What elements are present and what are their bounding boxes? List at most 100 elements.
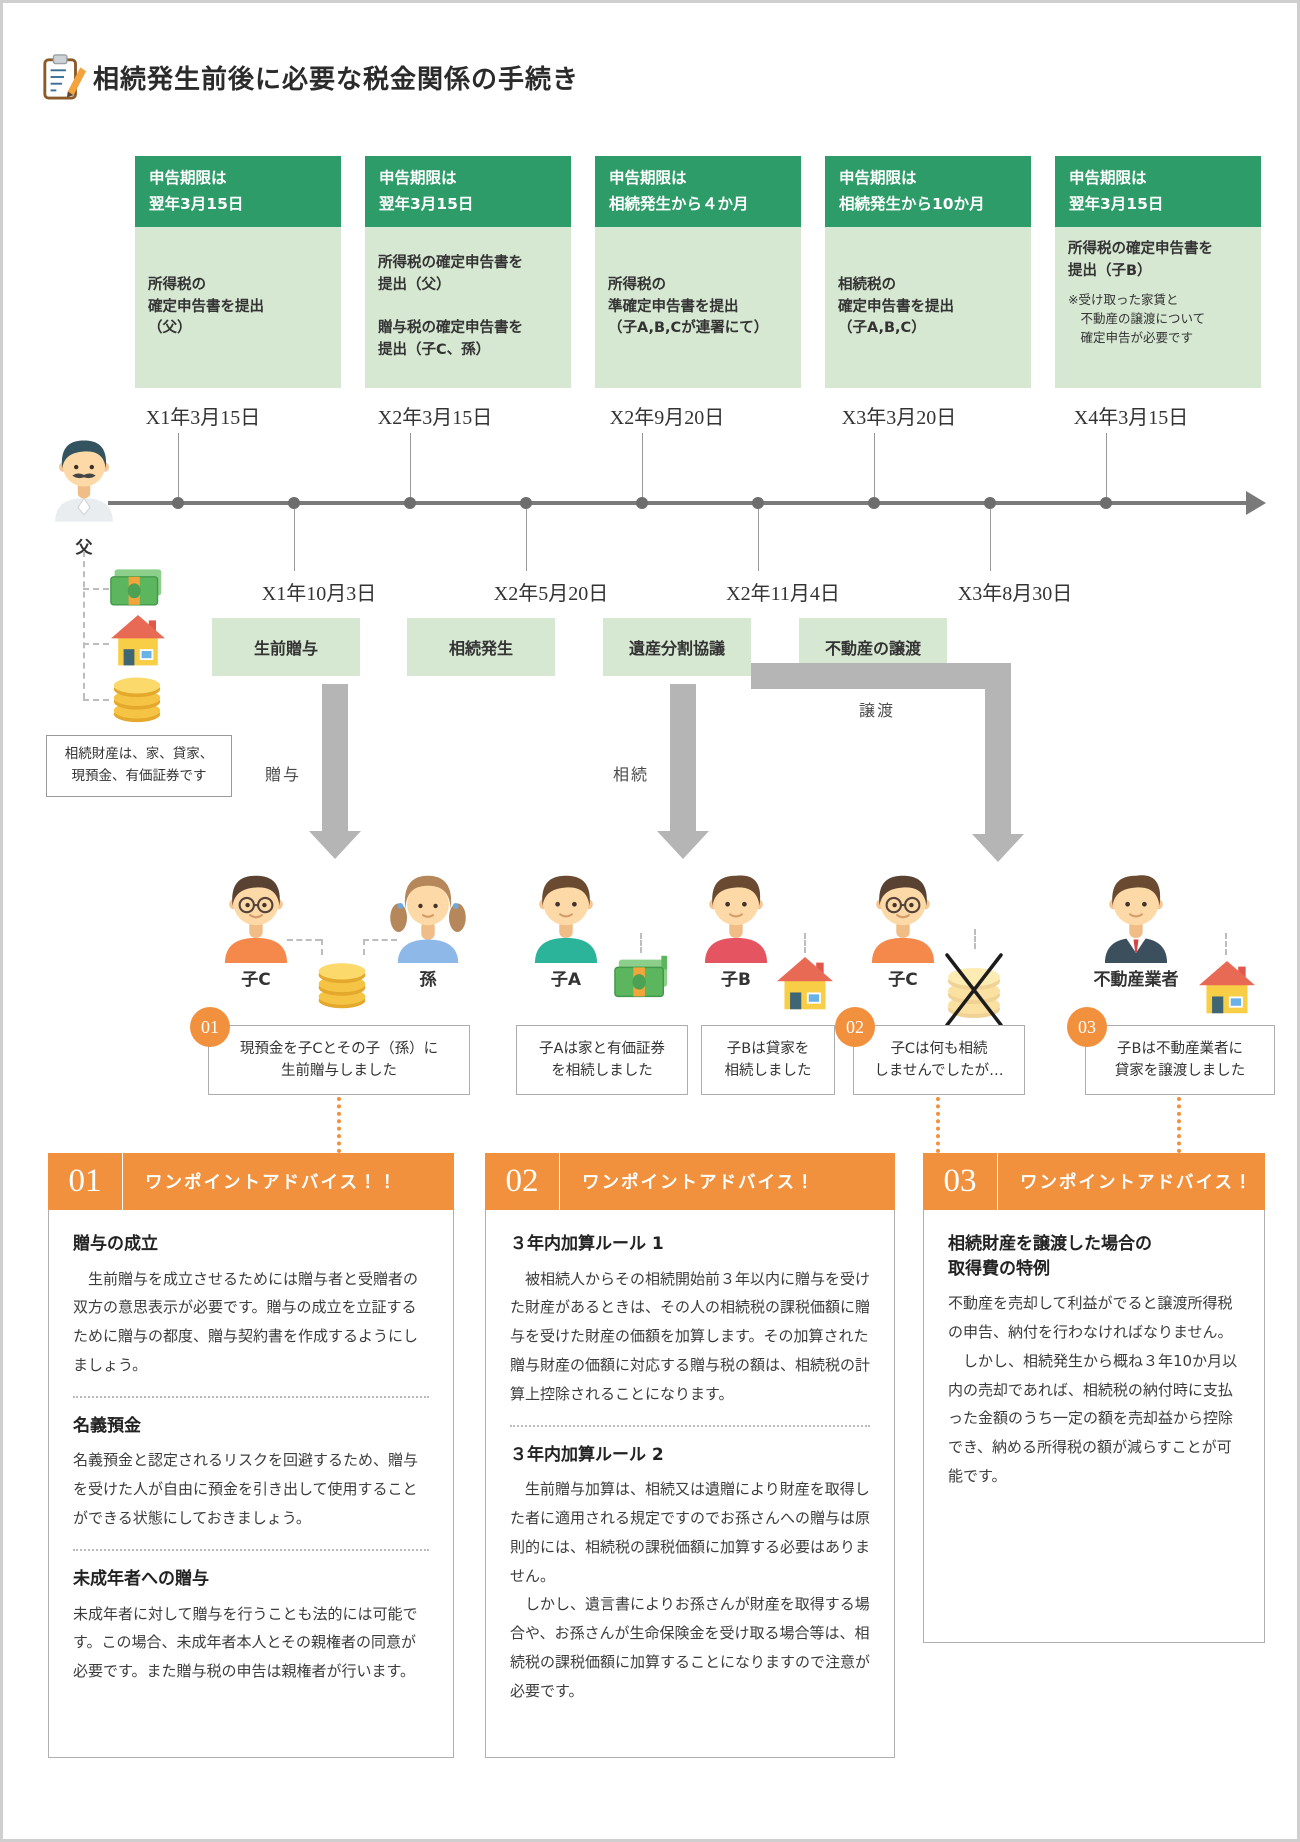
item-connector	[287, 939, 321, 941]
advice-section: ３年内加算ルール 1 被相続人からその相続開始前３年以内に贈与を受けた財産がある…	[510, 1232, 870, 1409]
dotted-link-03	[1177, 1097, 1181, 1153]
timeline-dot	[404, 497, 416, 509]
item-connector	[974, 929, 976, 949]
gift-arrow	[322, 684, 348, 832]
dotted-link-02	[936, 1097, 940, 1153]
child-c-avatar	[224, 875, 288, 963]
tick-up	[178, 433, 179, 503]
banknotes-icon	[110, 569, 162, 606]
badge-01: 01	[190, 1007, 230, 1047]
tick-down	[526, 503, 527, 571]
event-isan-bunkatsu: 遺産分割協議	[603, 618, 751, 676]
deadline-note: ※受け取った家賃と 不動産の譲渡について 確定申告が必要です	[1068, 291, 1206, 346]
transfer-arrow	[985, 663, 1011, 835]
timeline-dot	[172, 497, 184, 509]
section-body: 名義預金と認定されるリスクを回避するため、贈与を受けた人が自由に預金を引き出して…	[73, 1451, 419, 1528]
timeline-dot	[636, 497, 648, 509]
gift-arrow-label: 贈与	[265, 765, 302, 784]
deadline-box-3: 申告期限は 相続発生から４か月 所得税の 準確定申告書を提出 （子A,B,Cが連…	[595, 156, 801, 388]
advice-box-02: 02 ワンポイントアドバイス！ ３年内加算ルール 1 被相続人からその相続開始前…	[485, 1153, 895, 1758]
tick-down	[294, 503, 295, 571]
timeline-date-top-1: X1年3月15日	[145, 407, 261, 429]
dotted-link-01	[337, 1097, 341, 1153]
deadline-body-text: 所得税の確定申告書を 提出（子B）	[1068, 241, 1213, 279]
advice-title: ワンポイントアドバイス！	[582, 1173, 816, 1193]
tick-down	[758, 503, 759, 571]
timeline-dot	[752, 497, 764, 509]
gift-arrow-head-icon	[309, 831, 361, 859]
tick-down	[990, 503, 991, 571]
deadline-header: 申告期限は 翌年3月15日	[135, 156, 341, 228]
advice-section: 贈与の成立 生前贈与を成立させるためには贈与者と受贈者の双方の意思表示が必要です…	[73, 1232, 429, 1380]
deadline-box-2: 申告期限は 翌年3月15日 所得税の確定申告書を 提出（父） 贈与税の確定申告書…	[365, 156, 571, 388]
estate-note: 相続財産は、家、貸家、 現預金、有価証券です	[46, 735, 232, 797]
section-heading: ３年内加算ルール 2	[510, 1444, 664, 1465]
timeline-date-bottom-1: X1年10月3日	[261, 583, 377, 605]
deadline-box-4: 申告期限は 相続発生から10か月 相続税の 確定申告書を提出 （子A,B,C）	[825, 156, 1031, 388]
tick-up	[874, 433, 875, 503]
bubble-gift: 現預金を子Cとその子（孫）に 生前贈与しました	[208, 1025, 470, 1095]
father-avatar	[55, 440, 113, 522]
item-connector	[363, 939, 365, 955]
item-connector	[363, 939, 397, 941]
deadline-body: 所得税の 確定申告書を提出 （父）	[135, 227, 341, 388]
child-c2-avatar	[871, 875, 935, 963]
advice-number: 02	[485, 1153, 560, 1210]
child-c-label: 子C	[241, 970, 271, 990]
advice-content: 相続財産を譲渡した場合の 取得費の特例 不動産を売却して利益がでると譲渡所得税の…	[923, 1210, 1265, 1643]
crossed-coins-icon	[945, 953, 1003, 1027]
section-body: 生前贈与を成立させるためには贈与者と受贈者の双方の意思表示が必要です。贈与の成立…	[73, 1269, 419, 1375]
item-connector	[321, 939, 323, 955]
asset-connector	[83, 588, 109, 590]
deadline-body: 相続税の 確定申告書を提出 （子A,B,C）	[825, 227, 1031, 388]
banknotes-icon	[614, 955, 668, 998]
section-heading: ３年内加算ルール 1	[510, 1234, 664, 1254]
section-body: 未成年者に対して贈与を行うことも法的には可能です。この場合、未成年者本人とその親…	[73, 1604, 418, 1681]
deadline-header: 申告期限は 相続発生から４か月	[595, 156, 801, 228]
section-body: 不動産を売却して利益がでると譲渡所得税の申告、納付を行わなければなりません。 し…	[948, 1294, 1238, 1486]
realtor-avatar	[1104, 875, 1168, 963]
deadline-header: 申告期限は 相続発生から10か月	[825, 156, 1031, 228]
child-b-avatar	[704, 875, 768, 963]
timeline-dot	[520, 497, 532, 509]
advice-box-01: 01 ワンポイントアドバイス！！ 贈与の成立 生前贈与を成立させるためには贈与者…	[48, 1153, 454, 1758]
deadline-box-5: 申告期限は 翌年3月15日 所得税の確定申告書を 提出（子B） ※受け取った家賃…	[1055, 156, 1261, 388]
tick-up	[1106, 433, 1107, 503]
transfer-arrow-head-icon	[972, 834, 1024, 862]
advice-title: ワンポイントアドバイス！	[1020, 1173, 1254, 1193]
clipboard-pencil-icon	[43, 54, 87, 100]
advice-header: 03 ワンポイントアドバイス！	[923, 1153, 1265, 1210]
father-label: 父	[75, 538, 93, 558]
item-connector	[640, 933, 642, 953]
grandchild-label: 孫	[419, 970, 437, 990]
child-a-label: 子A	[550, 970, 582, 990]
asset-connector	[83, 643, 109, 645]
timeline-date-bottom-3: X2年11月4日	[726, 583, 840, 605]
child-a-avatar	[534, 875, 598, 963]
realtor-label: 不動産業者	[1093, 970, 1179, 990]
coin-stack-icon	[113, 677, 161, 723]
inheritance-arrow-head-icon	[657, 831, 709, 859]
transfer-arrow	[751, 663, 1011, 689]
timeline-dot	[288, 497, 300, 509]
advice-box-03: 03 ワンポイントアドバイス！ 相続財産を譲渡した場合の 取得費の特例 不動産を…	[923, 1153, 1265, 1643]
advice-section: 相続財産を譲渡した場合の 取得費の特例 不動産を売却して利益がでると譲渡所得税の…	[948, 1232, 1240, 1491]
deadline-box-1: 申告期限は 翌年3月15日 所得税の 確定申告書を提出 （父）	[135, 156, 341, 388]
bubble-child-a: 子Aは家と有価証券 を相続しました	[516, 1025, 688, 1095]
timeline-dot	[984, 497, 996, 509]
badge-03: 03	[1067, 1007, 1107, 1047]
timeline-date-top-5: X4年3月15日	[1073, 407, 1189, 429]
advice-number: 03	[923, 1153, 998, 1210]
timeline-date-bottom-4: X3年8月30日	[957, 583, 1073, 605]
bubble-child-c: 子Cは何も相続 しませんでしたが…	[853, 1025, 1025, 1095]
event-seizen-zouyo: 生前贈与	[212, 618, 360, 676]
section-body: 生前贈与加算は、相続又は遺贈により財産を取得した者に適用される規定ですのでお孫さ…	[510, 1480, 871, 1700]
deadline-body: 所得税の 準確定申告書を提出 （子A,B,Cが連署にて）	[595, 227, 801, 388]
advice-title: ワンポイントアドバイス！！	[145, 1173, 398, 1193]
advice-header: 02 ワンポイントアドバイス！	[485, 1153, 895, 1210]
grandchild-avatar	[390, 875, 466, 963]
timeline-date-bottom-2: X2年5月20日	[493, 583, 609, 605]
advice-section: ３年内加算ルール 2 生前贈与加算は、相続又は遺贈により財産を取得した者に適用さ…	[510, 1424, 871, 1706]
section-heading: 名義預金	[73, 1415, 141, 1436]
